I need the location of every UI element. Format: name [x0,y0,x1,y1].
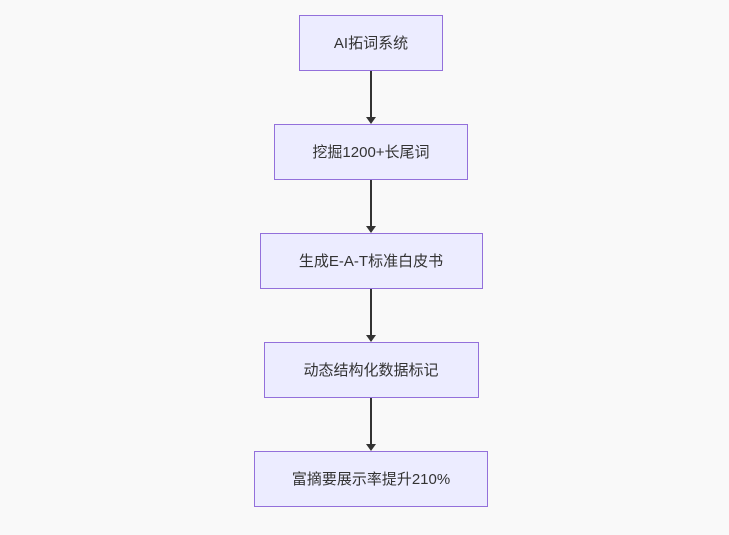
arrow-head [366,335,376,342]
flow-node-eat-whitepaper: 生成E-A-T标准白皮书 [259,233,483,289]
arrow-shaft [370,289,372,335]
flow-node-label: 生成E-A-T标准白皮书 [298,252,444,270]
arrow-down-icon [366,71,376,124]
flow-node-longtail-mining: 挖掘1200+长尾词 [274,124,468,180]
arrow-head [366,226,376,233]
flow-node-structured-data-markup: 动态结构化数据标记 [263,342,479,398]
arrow-head [366,117,376,124]
flowchart: AI拓词系统 挖掘1200+长尾词 生成E-A-T标准白皮书 动态结构化数据标记 [254,15,488,507]
arrow-shaft [370,71,372,117]
flow-node-label: 动态结构化数据标记 [303,361,439,379]
arrow-down-icon [366,289,376,342]
arrow-down-icon [366,180,376,233]
flow-node-label: AI拓词系统 [333,34,409,52]
arrow-shaft [370,180,372,226]
flow-node-label: 富摘要展示率提升210% [291,470,451,488]
flow-node-rich-snippet-uplift: 富摘要展示率提升210% [254,451,488,507]
arrow-shaft [370,398,372,444]
arrow-head [366,444,376,451]
arrow-down-icon [366,398,376,451]
flow-node-ai-word-expansion: AI拓词系统 [299,15,443,71]
flow-node-label: 挖掘1200+长尾词 [312,143,430,161]
